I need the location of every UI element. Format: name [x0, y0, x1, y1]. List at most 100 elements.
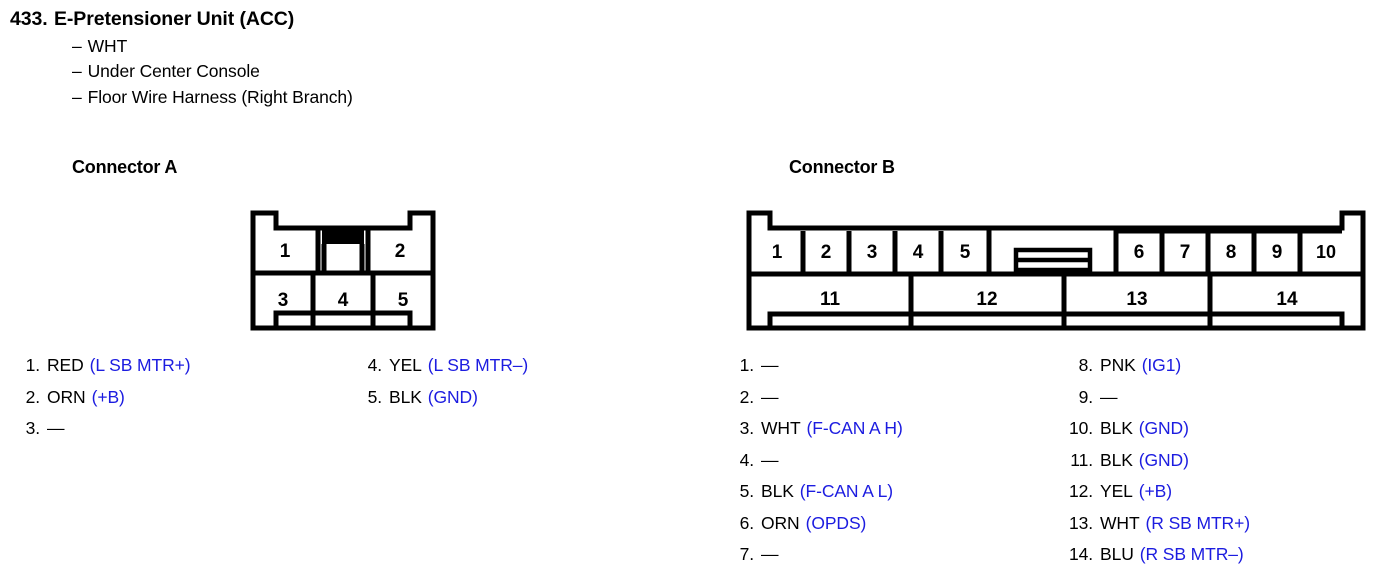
connector-b-pin-9: 9 — [1272, 242, 1283, 263]
header-subline-harness: –Floor Wire Harness (Right Branch) — [0, 87, 700, 108]
pin-index: 7. — [739, 544, 755, 564]
pin-index: 5. — [739, 481, 755, 501]
connector-b-diagram: 1 2 3 4 5 6 7 8 9 10 11 12 13 14 — [744, 208, 1368, 333]
connector-a-pin-2: 2 — [395, 241, 406, 262]
pin-wire-color: BLK — [1100, 418, 1133, 438]
connector-a-keying-tab-icon — [322, 228, 364, 244]
connector-b-pin-6: 6 — [1134, 242, 1145, 263]
connector-a-pinlist-left: 1. RED (L SB MTR+) 2. ORN (+B) 3. — — [18, 355, 191, 450]
connector-a-pin-3: 3 — [278, 290, 289, 311]
pin-row: 12. YEL (+B) — [1062, 481, 1250, 502]
pin-row: 1. — — [732, 355, 903, 376]
connector-b-pin-7: 7 — [1180, 242, 1191, 263]
pin-signal: (R SB MTR–) — [1139, 544, 1244, 564]
connector-b-pin-8: 8 — [1226, 242, 1237, 263]
connector-b-outline — [746, 210, 1366, 331]
document-header: 433. E-Pretensioner Unit (ACC) –WHT –Und… — [0, 0, 700, 108]
pin-row: 14. BLU (R SB MTR–) — [1062, 544, 1250, 565]
pin-index: 5. — [367, 386, 383, 407]
pin-index: 10. — [1068, 418, 1093, 438]
pin-wire-color: — — [761, 386, 779, 407]
bullet-dash-icon: – — [72, 61, 82, 81]
pin-index: 13. — [1068, 512, 1093, 533]
pin-wire-color: BLU — [1100, 544, 1134, 564]
pin-index: 1. — [739, 355, 755, 375]
pin-wire-color: YEL — [1100, 481, 1133, 501]
pin-wire-color: — — [1100, 386, 1118, 407]
pin-row: 5. BLK (GND) — [360, 387, 528, 408]
header-subline-location: –Under Center Console — [0, 61, 700, 82]
connector-b-pinlist-right: 8. PNK (IG1) 9. — 10. BLK (GND) 11. BLK … — [1062, 355, 1250, 576]
pin-wire-color: — — [761, 355, 779, 375]
pin-signal: (L SB MTR+) — [89, 355, 191, 375]
pin-row: 4. — — [732, 450, 903, 471]
pin-index: 4. — [367, 355, 383, 375]
pin-index: 1. — [25, 355, 41, 375]
connector-a-pin-4: 4 — [338, 290, 349, 311]
pin-signal: (+B) — [1138, 481, 1172, 501]
pin-signal: (F-CAN A H) — [806, 418, 903, 438]
pin-row: 11. BLK (GND) — [1062, 450, 1250, 471]
pin-signal: (L SB MTR–) — [427, 355, 529, 375]
subline-text: WHT — [87, 35, 128, 56]
pin-wire-color: YEL — [389, 355, 422, 375]
pin-wire-color: BLK — [761, 481, 794, 501]
connector-b-bottom-notch — [767, 311, 1345, 328]
connector-b-pin-3: 3 — [867, 242, 878, 263]
pin-index: 2. — [739, 386, 755, 407]
pin-row: 8. PNK (IG1) — [1062, 355, 1250, 376]
pin-signal: (GND) — [1138, 449, 1189, 470]
pin-signal: (+B) — [91, 386, 125, 407]
connector-b-right-bank-edge — [1113, 228, 1342, 274]
connector-a-title: Connector A — [72, 157, 178, 177]
pin-row: 5. BLK (F-CAN A L) — [732, 481, 903, 502]
pin-row: 2. ORN (+B) — [18, 387, 191, 408]
pin-wire-color: RED — [47, 355, 84, 375]
pin-signal: (OPDS) — [805, 512, 867, 533]
connector-b-pin-4: 4 — [913, 242, 924, 263]
pin-wire-color: PNK — [1100, 355, 1136, 375]
pin-row: 6. ORN (OPDS) — [732, 513, 903, 534]
pin-wire-color: WHT — [761, 418, 801, 438]
page-title: 433. E-Pretensioner Unit (ACC) — [0, 0, 700, 31]
connector-b-title: Connector B — [789, 157, 895, 177]
pin-index: 8. — [1078, 355, 1094, 375]
connector-a-diagram: 1 2 3 4 5 — [248, 208, 438, 333]
connector-b-pin-13: 13 — [1126, 289, 1147, 310]
pin-row: 3. WHT (F-CAN A H) — [732, 418, 903, 439]
connector-b-pinlist-left: 1. — 2. — 3. WHT (F-CAN A H) 4. — 5. BLK… — [732, 355, 903, 576]
entry-title: E-Pretensioner Unit (ACC) — [54, 8, 295, 30]
pin-signal: (IG1) — [1141, 355, 1182, 375]
pin-signal: (GND) — [427, 386, 478, 407]
bullet-dash-icon: – — [72, 86, 82, 107]
entry-number: 433. — [10, 8, 48, 30]
connector-b-pin-5: 5 — [960, 242, 971, 263]
pin-row: 1. RED (L SB MTR+) — [18, 355, 191, 376]
pin-wire-color: ORN — [761, 512, 800, 533]
connector-b-svg: 1 2 3 4 5 6 7 8 9 10 11 12 13 14 — [746, 210, 1366, 331]
connector-a-pin-1: 1 — [280, 241, 291, 262]
subline-text: Floor Wire Harness (Right Branch) — [87, 86, 353, 107]
pin-wire-color: BLK — [1100, 449, 1133, 470]
pin-wire-color: WHT — [1100, 512, 1140, 533]
connector-b-pin-12: 12 — [976, 289, 997, 310]
pin-row: 13. WHT (R SB MTR+) — [1062, 513, 1250, 534]
pin-signal: (F-CAN A L) — [799, 481, 894, 501]
connector-b-pin-14: 14 — [1276, 289, 1298, 310]
pin-wire-color: — — [761, 449, 779, 470]
pin-row: 3. — — [18, 418, 191, 439]
connector-a-keying-slot — [321, 244, 365, 273]
pin-wire-color: — — [761, 544, 779, 564]
pin-index: 12. — [1068, 481, 1093, 501]
pin-index: 2. — [25, 386, 41, 407]
pin-row: 2. — — [732, 387, 903, 408]
subline-text: Under Center Console — [87, 61, 260, 81]
pin-index: 3. — [739, 418, 755, 438]
pin-row: 4. YEL (L SB MTR–) — [360, 355, 529, 376]
pin-wire-color: ORN — [47, 386, 86, 407]
connector-a-svg: 1 2 3 4 5 — [250, 210, 436, 331]
connector-b-pin-11: 11 — [820, 289, 841, 310]
connector-b-pin-10: 10 — [1316, 242, 1336, 262]
pin-index: 11. — [1070, 449, 1093, 470]
pin-row: 9. — — [1062, 387, 1250, 408]
